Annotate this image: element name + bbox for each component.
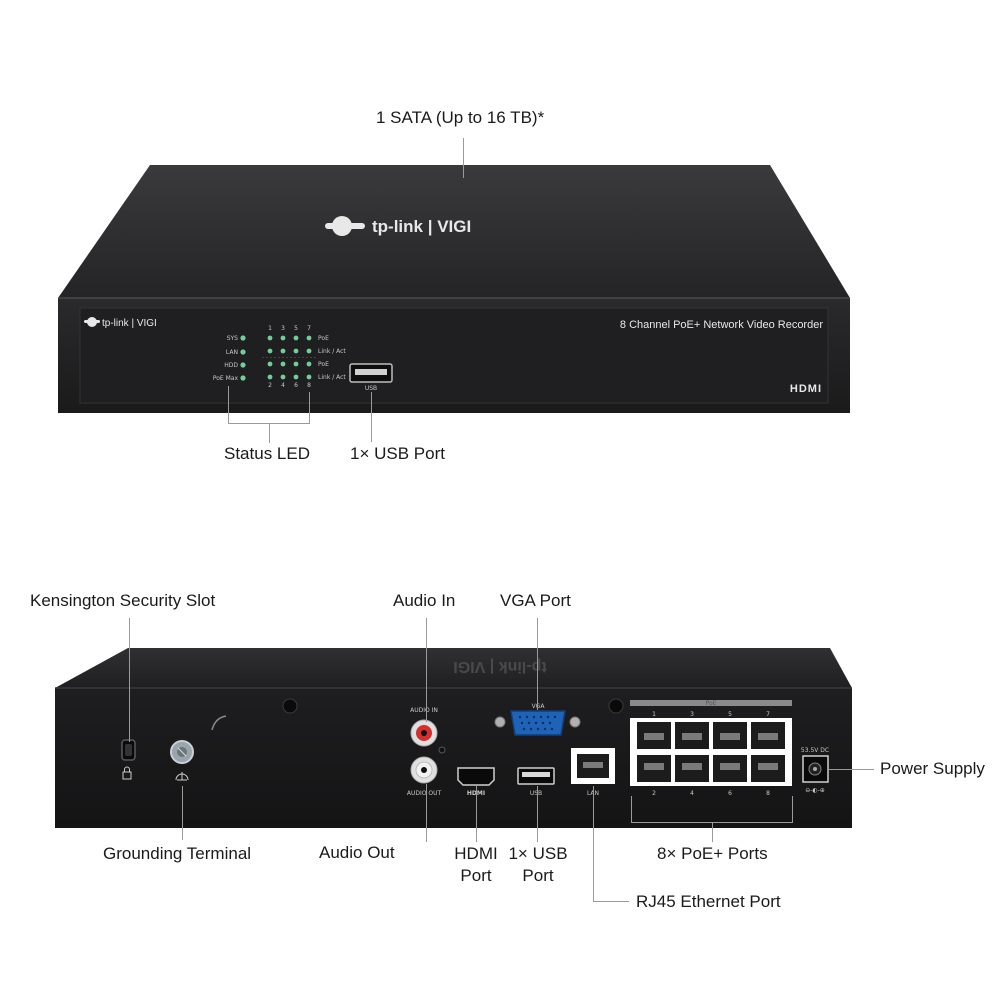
svg-text:1: 1 xyxy=(652,711,656,718)
rj45-label: RJ45 Ethernet Port xyxy=(636,892,781,911)
svg-text:4: 4 xyxy=(690,790,694,797)
front-logo-icon xyxy=(84,317,100,327)
kensington-label: Kensington Security Slot xyxy=(30,591,216,610)
grounding-label: Grounding Terminal xyxy=(103,844,252,863)
svg-text:7: 7 xyxy=(307,325,311,332)
svg-text:1: 1 xyxy=(268,325,272,332)
grounding-terminal xyxy=(170,740,194,781)
svg-text:PoE: PoE xyxy=(318,361,329,368)
audio-in-jack: AUDIO IN xyxy=(410,707,438,747)
svg-text:PoE Max: PoE Max xyxy=(213,375,239,382)
ground-icon xyxy=(175,772,189,781)
svg-text:3: 3 xyxy=(690,711,694,718)
power-supply-label: Power Supply xyxy=(880,759,985,778)
svg-text:6: 6 xyxy=(728,790,732,797)
svg-text:5: 5 xyxy=(728,711,732,718)
svg-text:USB: USB xyxy=(530,790,542,797)
lock-icon xyxy=(122,766,132,780)
front-usb-port: USB xyxy=(349,363,393,392)
rear-usb-port: USB xyxy=(517,767,555,797)
audio-out-jack: AUDIO OUT xyxy=(407,756,442,797)
top-logo-text: tp-link | VIGI xyxy=(372,217,471,236)
svg-text:HDD: HDD xyxy=(224,362,238,369)
svg-text:Link / Act: Link / Act xyxy=(318,374,346,381)
svg-text:4: 4 xyxy=(281,382,285,389)
audio-out-label: Audio Out xyxy=(319,843,395,862)
hdmi-port-label: HDMI Port xyxy=(454,844,498,885)
svg-text:⊖-◐-⊕: ⊖-◐-⊕ xyxy=(805,787,825,794)
svg-text:Link / Act: Link / Act xyxy=(318,348,346,355)
sata-label: 1 SATA (Up to 16 TB)* xyxy=(376,108,545,127)
usb-port-label: 1× USB Port xyxy=(508,844,568,885)
svg-text:8: 8 xyxy=(307,382,311,389)
svg-text:2: 2 xyxy=(268,382,272,389)
svg-text:3: 3 xyxy=(281,325,285,332)
svg-text:PoE: PoE xyxy=(706,700,717,707)
rear-top-surface xyxy=(55,648,852,688)
hdmi-logo-front: HDMI xyxy=(790,383,822,395)
audio-in-label: Audio In xyxy=(393,591,456,610)
poe-ports-label: 8× PoE+ Ports xyxy=(657,844,768,863)
status-led-panel: SYS LAN HDD PoE Max 1 3 5 7 2 4 6 8 PoE … xyxy=(213,325,347,389)
poe-ports-block: PoE 1 3 5 7 2 4 6 8 xyxy=(630,700,792,797)
model-text: 8 Channel PoE+ Network Video Recorder xyxy=(620,319,823,331)
svg-text:2: 2 xyxy=(652,790,656,797)
svg-text:7: 7 xyxy=(766,711,770,718)
svg-text:LAN: LAN xyxy=(226,349,238,356)
svg-text:AUDIO IN: AUDIO IN xyxy=(410,707,438,714)
svg-text:PoE: PoE xyxy=(318,335,329,342)
tp-link-logo-icon xyxy=(325,216,365,236)
front-top-surface xyxy=(58,165,850,298)
power-jack: 53.5V DC ⊖-◐-⊕ xyxy=(801,747,829,794)
svg-text:53.5V DC: 53.5V DC xyxy=(801,747,829,754)
svg-text:5: 5 xyxy=(294,325,298,332)
vga-label: VGA Port xyxy=(500,591,571,610)
svg-text:VGA: VGA xyxy=(532,703,546,710)
front-logo-text: tp-link | VIGI xyxy=(102,318,157,329)
svg-text:6: 6 xyxy=(294,382,298,389)
svg-text:SYS: SYS xyxy=(227,335,238,342)
svg-text:tp-link | VIGI: tp-link | VIGI xyxy=(453,658,546,675)
front-usb-label: 1× USB Port xyxy=(350,444,445,463)
svg-text:AUDIO OUT: AUDIO OUT xyxy=(407,790,442,797)
kensington-slot xyxy=(121,739,136,780)
vga-port: VGA xyxy=(494,703,581,736)
svg-text:USB: USB xyxy=(365,385,377,392)
status-led-label: Status LED xyxy=(224,444,310,463)
svg-text:8: 8 xyxy=(766,790,770,797)
